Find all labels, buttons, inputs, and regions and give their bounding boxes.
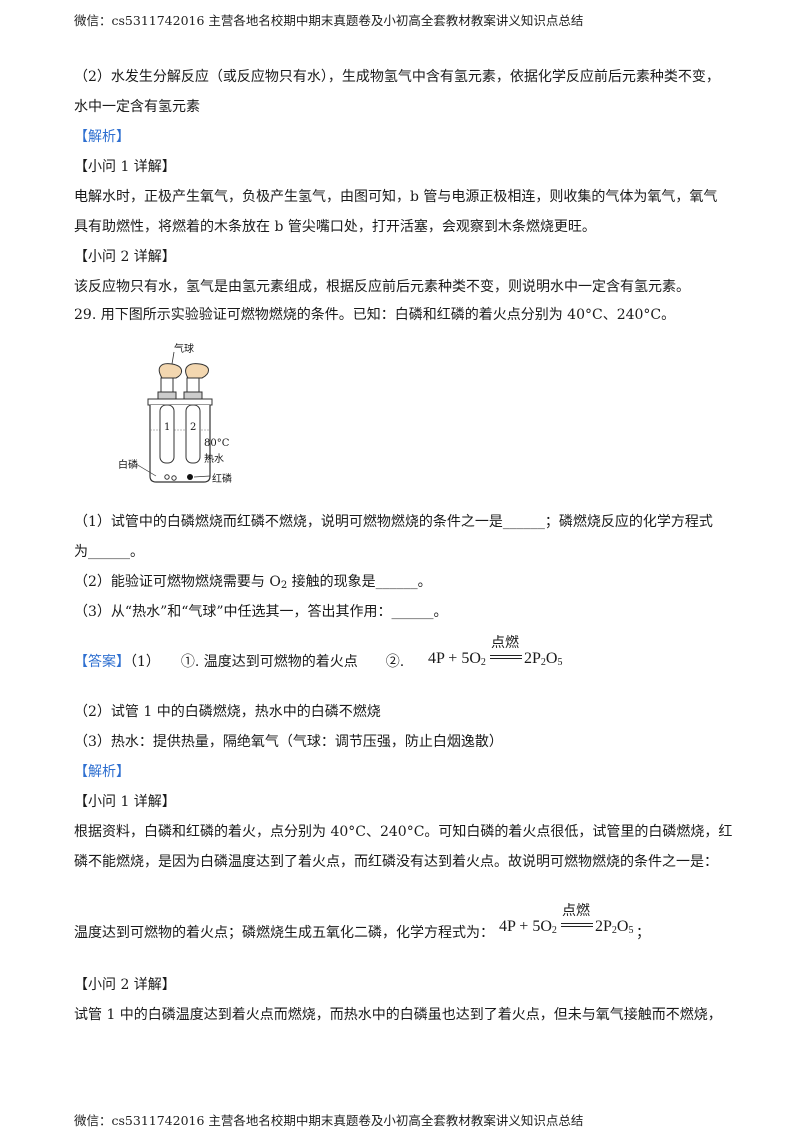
- answer-line-1: 【答案】（1） ①. 温度达到可燃物的着火点 ②.: [74, 654, 405, 670]
- balloon-label: 气球: [174, 344, 194, 355]
- text-line: 磷不能燃烧，是因为白磷温度达到了着火点，而红磷没有达到着火点。故说明可燃物燃烧的…: [74, 854, 718, 870]
- text-line: 试管 1 中的白磷温度达到着火点而燃烧，而热水中的白磷虽也达到了着火点，但未与氧…: [74, 1007, 722, 1023]
- sub-question-heading: 【小问 2 详解】: [74, 249, 176, 265]
- temperature-label: 80°C: [204, 438, 230, 449]
- tube-2-label: 2: [190, 422, 197, 433]
- text-line: ；: [636, 925, 650, 941]
- text-line: 具有助燃性，将燃着的木条放在 b 管尖嘴口处，打开活塞，会观察到木条燃烧更旺。: [74, 219, 596, 235]
- chem-equation-analysis: 4P + 5O2 点燃 2P2O5: [499, 903, 634, 936]
- experiment-figure: 气球 1 2 80°C 热水 白磷 红磷: [118, 338, 238, 488]
- answer-line-3: （3）热水：提供热量，隔绝氧气（气球：调节压强，防止白烟逸散）: [74, 734, 503, 750]
- analysis-heading: 【解析】: [74, 764, 130, 780]
- question-1: （1）试管中的白磷燃烧而红磷不燃烧，说明可燃物燃烧的条件之一是______；磷燃…: [74, 514, 713, 530]
- answer-line-2: （2）试管 1 中的白磷燃烧，热水中的白磷不燃烧: [74, 704, 381, 720]
- question-2: （2）能验证可燃物燃烧需要与 O2 接触的现象是______。: [74, 574, 432, 591]
- question-3: （3）从“热水”和“气球”中任选其一，答出其作用：______。: [74, 604, 448, 620]
- white-phosphorus-label: 白磷: [118, 460, 138, 471]
- chem-equation-answer: 4P + 5O2 点燃 2P2O5: [428, 635, 563, 668]
- sub-question-heading: 【小问 1 详解】: [74, 159, 176, 175]
- tube-1-label: 1: [164, 422, 171, 433]
- page-footer: 微信：cs5311742016 主营各地名校期中期末真题卷及小初高全套教材教案讲…: [74, 1113, 584, 1128]
- text-line: （2）水发生分解反应（或反应物只有水），生成物氢气中含有氢元素，依据化学反应前后…: [74, 69, 720, 85]
- text-line: 水中一定含有氢元素: [74, 99, 200, 115]
- text-line: 电解水时，正极产生氧气，负极产生氢气，由图可知，b 管与电源正极相连，则收集的气…: [74, 189, 718, 205]
- page-header: 微信：cs5311742016 主营各地名校期中期末真题卷及小初高全套教材教案讲…: [74, 13, 584, 28]
- question-1-cont: 为______。: [74, 544, 144, 560]
- sub-question-heading: 【小问 1 详解】: [74, 794, 176, 810]
- text-line: 温度达到可燃物的着火点；磷燃烧生成五氧化二磷，化学方程式为：: [74, 925, 494, 941]
- apparatus-diagram: [135, 351, 213, 483]
- hot-water-label: 热水: [204, 454, 224, 465]
- answer-tag: 【答案】: [74, 654, 130, 670]
- text-line: 根据资料，白磷和红磷的着火，点分别为 40°C、240°C。可知白磷的着火点很低…: [74, 824, 733, 840]
- sub-question-heading: 【小问 2 详解】: [74, 977, 176, 993]
- analysis-heading: 【解析】: [74, 129, 130, 145]
- red-phosphorus-label: 红磷: [212, 474, 232, 485]
- text-line: 该反应物只有水，氢气是由氢元素组成，根据反应前后元素种类不变，则说明水中一定含有…: [74, 279, 690, 295]
- question-29: 29. 用下图所示实验验证可燃物燃烧的条件。已知：白磷和红磷的着火点分别为 40…: [74, 307, 676, 323]
